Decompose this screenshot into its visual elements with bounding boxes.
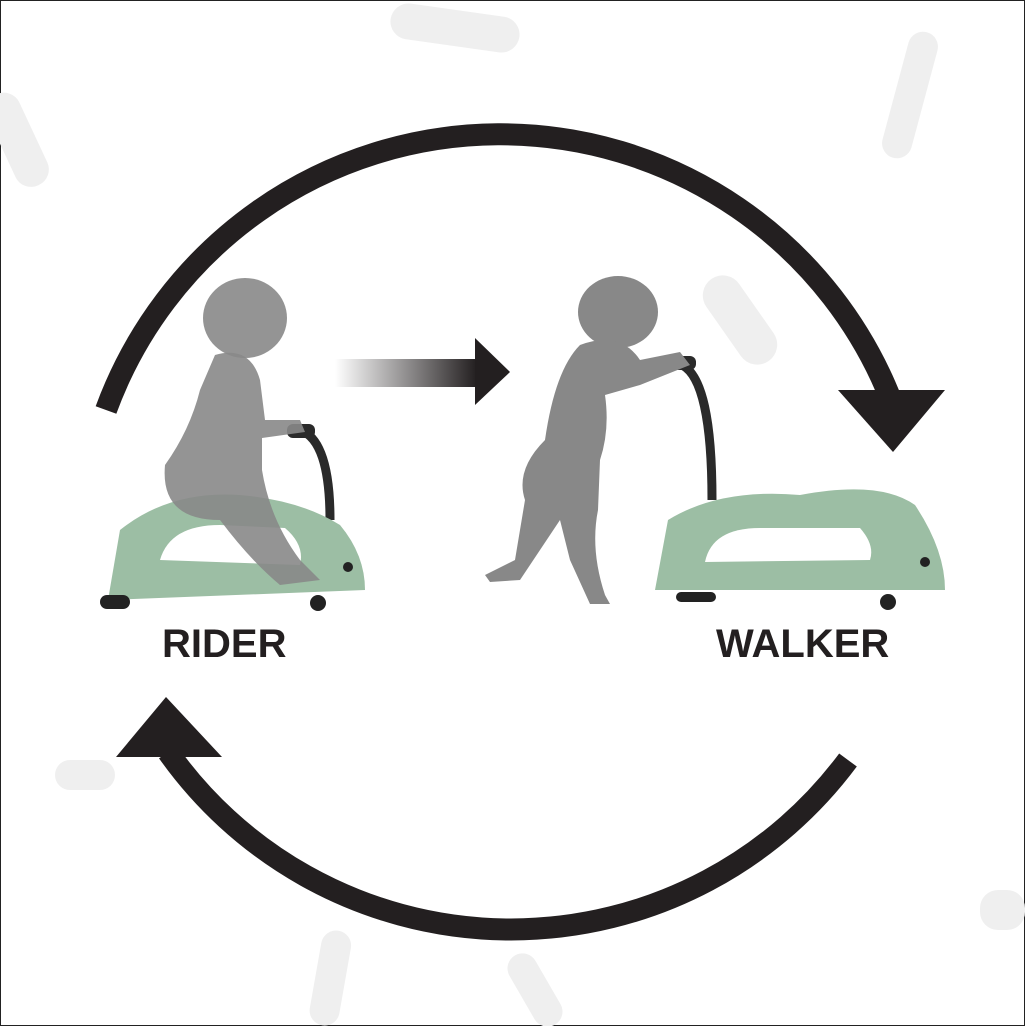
bottom-arrowhead-icon xyxy=(116,697,222,757)
top-cycle-arrow xyxy=(95,123,904,414)
rider-child-silhouette xyxy=(164,278,320,585)
walker-child-silhouette xyxy=(485,276,690,604)
bottom-cycle-arrow xyxy=(159,745,857,941)
transition-arrow-shaft xyxy=(335,359,477,387)
walker-toy-illustration xyxy=(655,356,945,610)
top-arrowhead-icon xyxy=(838,390,945,452)
transition-arrowhead-icon xyxy=(475,338,510,405)
walker-label: WALKER xyxy=(716,622,890,666)
rider-label: RIDER xyxy=(162,622,287,666)
